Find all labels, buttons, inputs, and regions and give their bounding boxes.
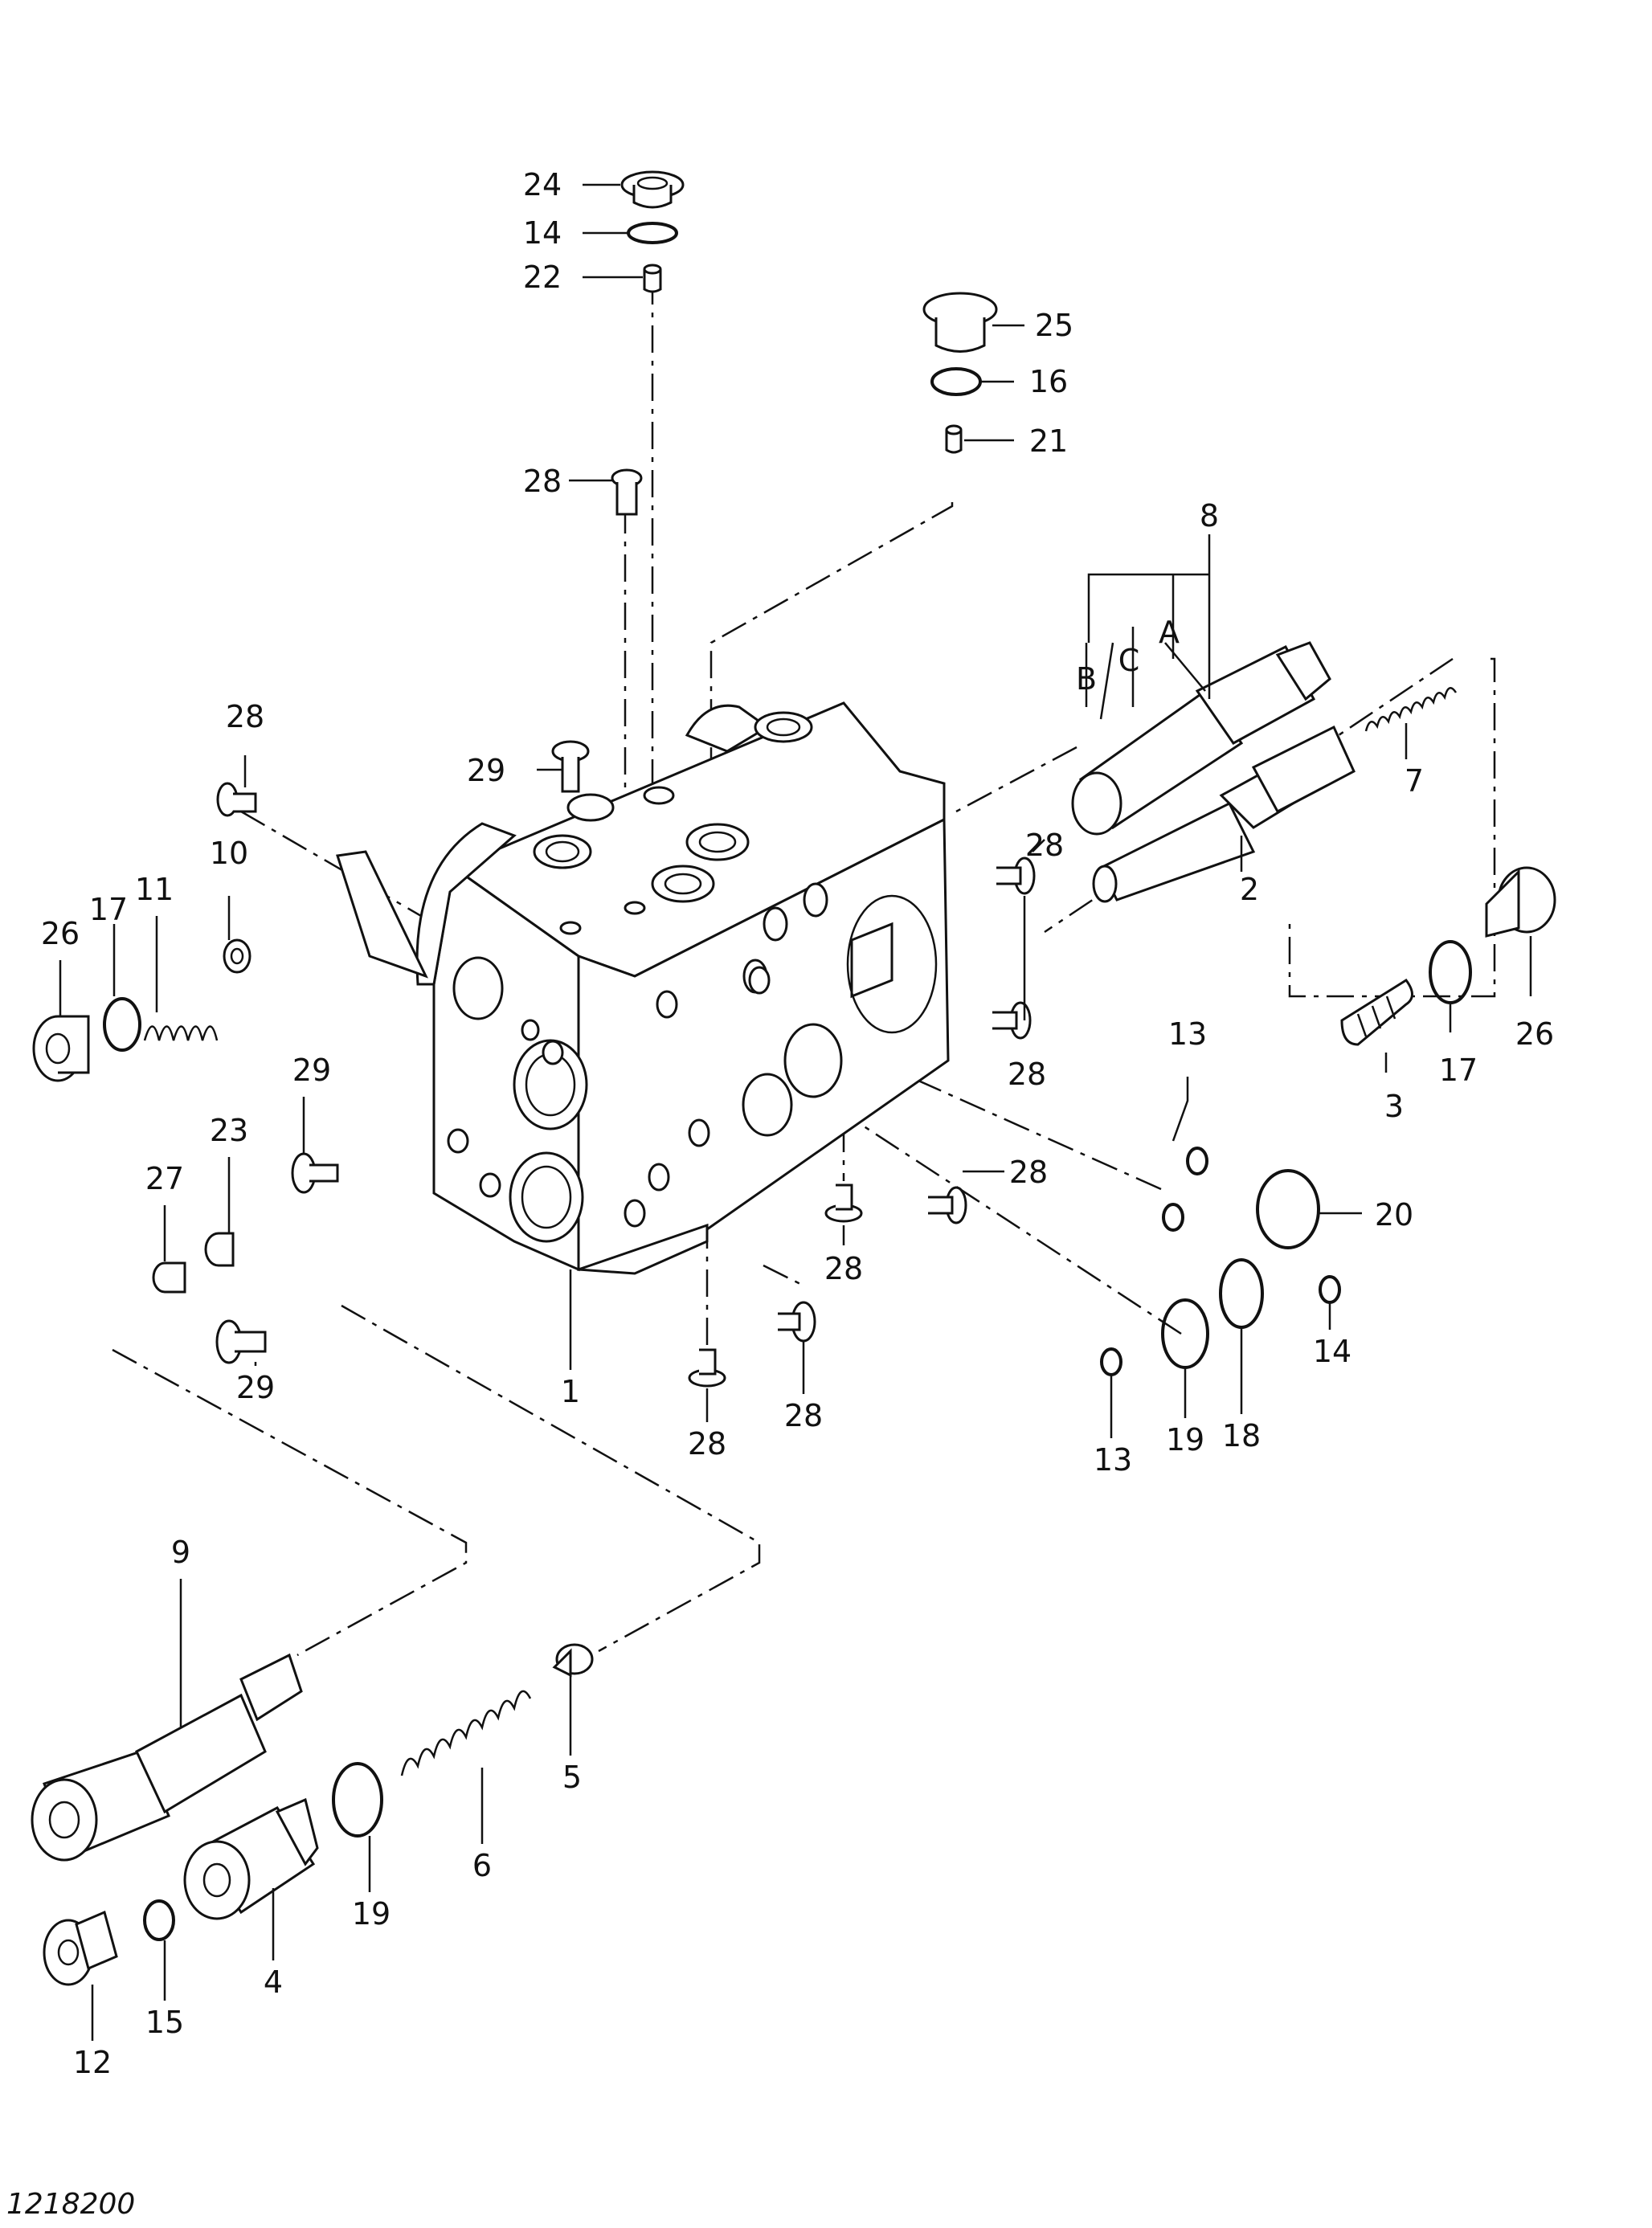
bolt-28-icon [688, 1348, 726, 1388]
callout-10: 10 [210, 836, 248, 871]
bolt-29-icon [551, 740, 590, 793]
callout-26: 26 [1515, 1016, 1554, 1052]
set-screw-21-icon [945, 424, 963, 454]
spring-6-icon [400, 1690, 532, 1776]
cartridge-8-icon [1071, 641, 1331, 836]
o-ring-17-icon [103, 997, 141, 1052]
callout-26: 26 [41, 916, 80, 951]
callout-9: 9 [171, 1535, 190, 1570]
o-ring-14-icon [1319, 1275, 1341, 1304]
callout-B: B [1076, 661, 1097, 697]
o-ring-18-icon [1219, 1258, 1264, 1329]
callout-24: 24 [523, 167, 562, 202]
plug-12-icon [43, 1910, 118, 1986]
o-ring-19-icon [332, 1762, 383, 1838]
callout-16: 16 [1029, 364, 1068, 399]
bolt-28-icon [611, 468, 643, 516]
callout-23: 23 [210, 1113, 248, 1148]
bolt-28-icon [216, 782, 257, 817]
callout-29: 29 [292, 1053, 331, 1088]
bolt-28-icon [824, 1183, 863, 1223]
callout-29: 29 [467, 753, 505, 788]
callout-27: 27 [145, 1161, 184, 1196]
callout-18: 18 [1222, 1418, 1261, 1453]
callout-25: 25 [1035, 308, 1073, 343]
set-screw-23-icon [204, 1232, 235, 1267]
small-parts [31, 170, 1556, 1986]
o-ring-13-icon [1186, 1147, 1208, 1175]
callout-labels: 24 14 22 25 16 21 28 8 A C B 7 28 2 29 2… [41, 167, 1554, 2080]
callout-28: 28 [784, 1398, 823, 1433]
callout-28: 28 [523, 464, 562, 499]
callout-21: 21 [1029, 423, 1068, 459]
relief-valve-9-icon [31, 1653, 303, 1862]
callout-28: 28 [688, 1426, 726, 1461]
bolt-28-icon [778, 1301, 816, 1343]
valve-body [336, 701, 950, 1275]
callout-8: 8 [1200, 498, 1219, 533]
plug-26-icon [32, 1015, 90, 1082]
callout-6: 6 [472, 1848, 492, 1883]
o-ring-15-icon [143, 1899, 175, 1941]
set-screw-27-icon [152, 1261, 186, 1294]
callout-28: 28 [824, 1251, 863, 1286]
o-ring-17-icon [1429, 940, 1472, 1004]
callout-28: 28 [1025, 828, 1064, 863]
callout-19: 19 [1166, 1422, 1204, 1457]
callout-4: 4 [264, 1964, 283, 2000]
plug-26-icon [1485, 866, 1556, 938]
spring-7-icon [1364, 687, 1458, 732]
o-ring-16-icon [930, 367, 982, 396]
poppet-5-icon [552, 1643, 594, 1678]
callout-3: 3 [1384, 1089, 1404, 1124]
callout-28: 28 [1009, 1155, 1048, 1190]
leader-lines [59, 183, 1532, 2041]
callout-17: 17 [89, 892, 128, 927]
callout-A: A [1159, 615, 1180, 650]
callout-7: 7 [1405, 763, 1424, 799]
plug-24-icon [620, 170, 685, 209]
callout-5: 5 [562, 1760, 582, 1795]
o-ring-19-icon [1161, 1298, 1209, 1369]
o-ring-14-icon [627, 222, 678, 244]
bolt-29-icon [291, 1152, 339, 1194]
callout-12: 12 [73, 2045, 112, 2080]
callout-28: 28 [226, 699, 264, 734]
callout-14: 14 [1313, 1334, 1351, 1369]
callout-11: 11 [135, 872, 174, 907]
bolt-28-icon [928, 1186, 967, 1224]
adapter-4-icon [183, 1797, 319, 1920]
callout-1: 1 [561, 1374, 580, 1409]
spool-2-icon [1092, 725, 1356, 903]
callout-13: 13 [1094, 1442, 1132, 1478]
bolt-29-icon [215, 1319, 267, 1364]
nut-10-icon [223, 938, 251, 974]
callout-28: 28 [1008, 1057, 1046, 1092]
o-ring-13-icon [1162, 1203, 1184, 1232]
callout-2: 2 [1240, 872, 1259, 907]
callout-29: 29 [236, 1370, 275, 1405]
plug-25-icon [922, 292, 998, 353]
o-ring-13-icon [1100, 1347, 1122, 1376]
set-screw-22-icon [643, 264, 662, 293]
bolt-28-icon [996, 856, 1036, 895]
callout-19: 19 [352, 1896, 391, 1932]
o-ring-20-icon [1256, 1169, 1320, 1249]
drawing-number: 1218200 [6, 2188, 135, 2221]
callout-17: 17 [1439, 1053, 1478, 1088]
callout-C: C [1118, 643, 1140, 678]
callout-14: 14 [523, 215, 562, 251]
spring-11-icon [143, 1025, 219, 1041]
callout-20: 20 [1375, 1197, 1413, 1233]
callout-13: 13 [1168, 1016, 1207, 1052]
callout-15: 15 [145, 2005, 184, 2040]
plunger-3-icon [1340, 978, 1413, 1046]
callout-22: 22 [523, 260, 562, 295]
